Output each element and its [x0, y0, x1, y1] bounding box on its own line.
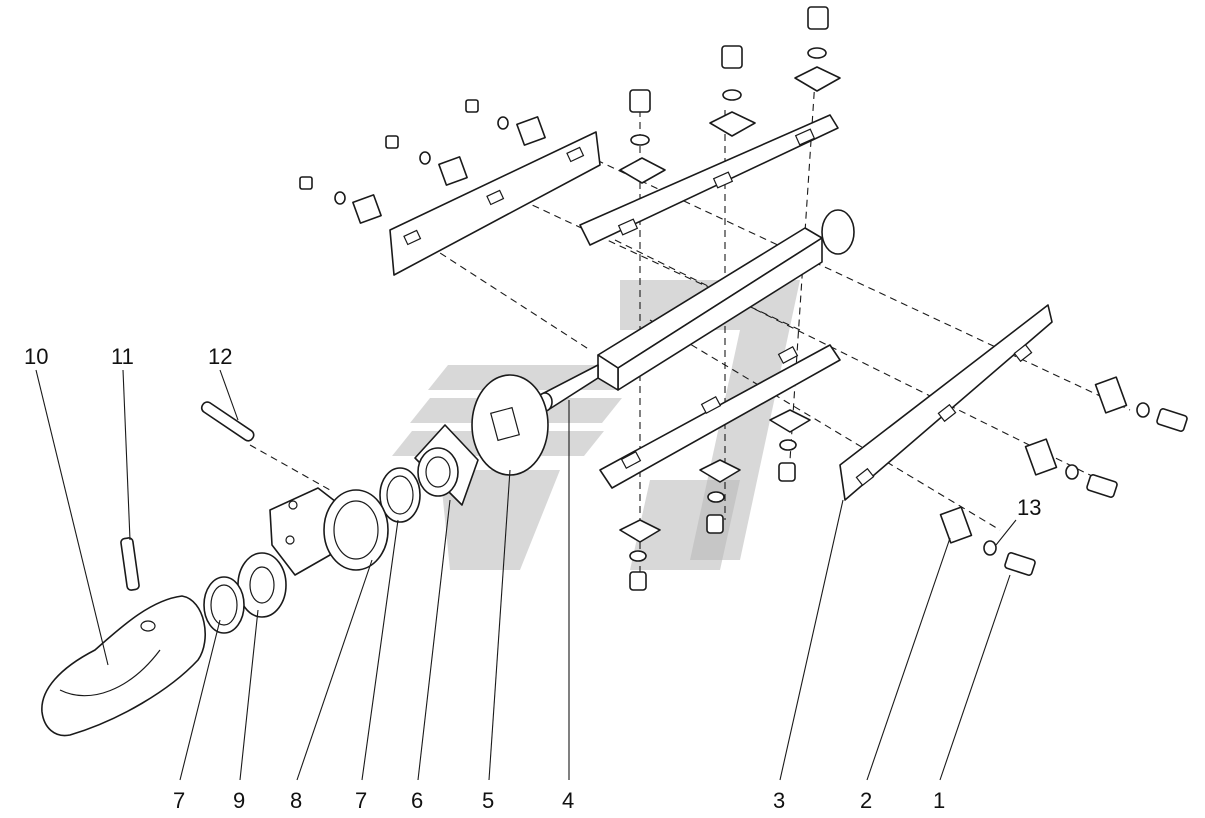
callout-7-lower: 7	[173, 788, 185, 813]
ring-lower	[203, 576, 245, 634]
callout-3: 3	[773, 788, 785, 813]
flat-strip-front	[839, 304, 1053, 501]
watermark-logo	[392, 280, 800, 570]
rod	[200, 401, 255, 442]
bushing	[237, 552, 287, 618]
housing	[269, 487, 389, 576]
leader-lines	[35, 369, 1017, 781]
bracket	[414, 424, 479, 506]
callout-13: 13	[1017, 495, 1041, 520]
ring-upper	[379, 467, 421, 523]
callout-1: 1	[933, 788, 945, 813]
callout-2: 2	[860, 788, 872, 813]
callout-12: 12	[208, 344, 232, 369]
callout-9: 9	[233, 788, 245, 813]
callout-11: 11	[111, 344, 134, 369]
callout-7-upper: 7	[355, 788, 367, 813]
plate-top-right	[579, 114, 839, 246]
callout-4: 4	[562, 788, 574, 813]
callout-6: 6	[411, 788, 423, 813]
square-tube-beam	[537, 209, 855, 412]
callout-8: 8	[290, 788, 302, 813]
pin	[120, 537, 140, 591]
callout-5: 5	[482, 788, 494, 813]
auger-tip	[41, 595, 206, 737]
fasteners	[299, 6, 1188, 591]
flat-strip-top-left	[389, 131, 601, 276]
callout-labels: 10 11 12 13 7 9 8 7 6 5 4 3 2 1	[24, 344, 1041, 813]
callout-10: 10	[24, 344, 48, 369]
plate-lower	[599, 344, 841, 489]
flange-plate	[471, 374, 549, 476]
